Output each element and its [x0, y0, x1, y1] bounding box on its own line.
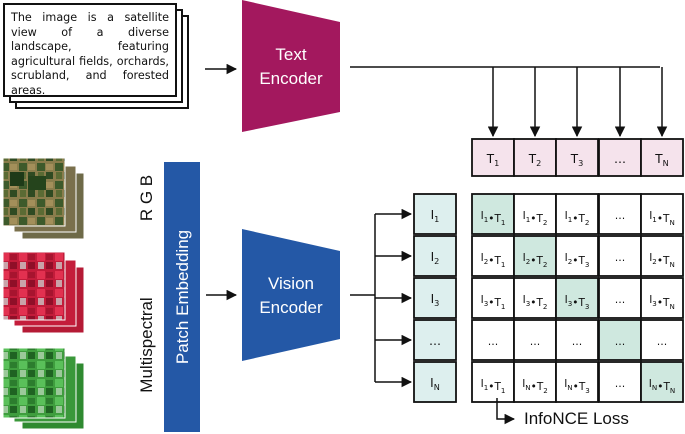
- text-token-label: T3: [570, 152, 584, 168]
- matrix-cell-label: …: [615, 336, 626, 348]
- matrix-cell-label: …: [657, 336, 668, 348]
- matrix-cell-label: …: [615, 252, 626, 264]
- matrix-cell-label: I2•T1: [481, 252, 506, 269]
- matrix-cell-label: I3•TN: [649, 294, 675, 311]
- image-token-label: I3: [431, 292, 440, 308]
- matrix-cell: [471, 361, 515, 403]
- text-token-cell: [640, 138, 684, 177]
- image-token-cell: [413, 319, 457, 361]
- image-token-cell: [413, 193, 457, 235]
- text-encoder-label-1: Text: [275, 45, 306, 64]
- matrix-cell-label: …: [572, 336, 583, 348]
- text-token-label: TN: [654, 152, 668, 168]
- matrix-cell-label: …: [530, 336, 541, 348]
- matrix-cell: [555, 319, 599, 361]
- matrix-cell: [471, 277, 515, 319]
- image-token-label: IN: [430, 376, 440, 392]
- matrix-cell: [640, 319, 684, 361]
- similarity-matrix: I1•T1 I1•T2 I1•T2 … I1•TN I2•T1 I2•T2 I2•T3 … I2•…: [471, 193, 684, 403]
- rgb-image-stack: [2, 157, 85, 240]
- matrix-cell-label: I1•T1: [481, 378, 506, 395]
- patch-embedding-label: Patch Embedding: [173, 230, 192, 364]
- image-token-cell: [413, 361, 457, 403]
- matrix-cell: [513, 319, 557, 361]
- matrix-cell: [555, 193, 599, 235]
- text-encoder: Text Encoder: [242, 0, 340, 132]
- image-token-arrows: [350, 208, 413, 388]
- image-token-cell: [413, 235, 457, 277]
- matrix-cell-label: I3•T3: [565, 294, 590, 311]
- matrix-cell: [598, 235, 642, 277]
- text-token-cell: [513, 138, 557, 177]
- text-encoder-label-2: Encoder: [259, 69, 323, 88]
- matrix-cell: [555, 361, 599, 403]
- matrix-cell-positive: [555, 277, 599, 319]
- vision-encoder-label-1: Vision: [268, 274, 314, 293]
- matrix-cell-label: I3•T2: [523, 294, 548, 311]
- matrix-cell-label: I1•TN: [649, 210, 675, 227]
- matrix-cell-label: …: [615, 378, 626, 390]
- matrix-cell-positive: [640, 361, 684, 403]
- loss-arrow: [496, 398, 516, 425]
- matrix-cell-label: …: [488, 336, 499, 348]
- matrix-cell-label: IN•TN: [649, 378, 675, 395]
- matrix-cell-positive: [598, 319, 642, 361]
- text-token-label: T2: [528, 152, 542, 168]
- matrix-cell: [640, 235, 684, 277]
- green-image-stack: [2, 347, 85, 430]
- multispectral-label: Multispectral: [137, 297, 156, 392]
- loss-label: InfoNCE Loss: [524, 409, 629, 428]
- infonce-loss: InfoNCE Loss: [496, 398, 629, 428]
- text-token-label: T1: [486, 152, 500, 168]
- image-token-label: I2: [431, 250, 440, 266]
- text-token-label: …: [614, 152, 626, 166]
- matrix-cell: [598, 361, 642, 403]
- caption-text: The image is a satellite view of a diver…: [11, 11, 169, 97]
- rgb-label: R G B: [137, 175, 156, 221]
- patch-embedding: Patch Embedding: [164, 162, 200, 432]
- matrix-cell-label: …: [615, 294, 626, 306]
- matrix-cell: [471, 235, 515, 277]
- image-token-label: I1: [431, 208, 440, 224]
- image-token-cell: [413, 277, 457, 319]
- matrix-cell: [640, 277, 684, 319]
- matrix-cell-label: I1•T2: [523, 210, 548, 227]
- matrix-cell-label: IN•T2: [522, 378, 548, 395]
- matrix-cell: [640, 193, 684, 235]
- matrix-cell-label: I1•T1: [481, 210, 506, 227]
- matrix-cell-label: I2•T2: [523, 252, 548, 269]
- matrix-cell-label: I3•T1: [481, 294, 506, 311]
- matrix-cell-positive: [471, 193, 515, 235]
- matrix-cell: [555, 235, 599, 277]
- matrix-cell-label: I2•T3: [565, 252, 590, 269]
- matrix-cell-label: …: [615, 210, 626, 222]
- matrix-cell: [513, 193, 557, 235]
- text-token-drops: [487, 67, 668, 138]
- text-token-cell: [471, 138, 515, 177]
- image-token-label: …: [429, 334, 441, 348]
- matrix-cell-label: I1•T2: [565, 210, 590, 227]
- matrix-cell-positive: [513, 235, 557, 277]
- matrix-cell-label: IN•T3: [564, 378, 590, 395]
- vision-encoder-label-2: Encoder: [259, 298, 323, 317]
- matrix-cell-label: I2•TN: [649, 252, 675, 269]
- caption-stack: The image is a satellite view of a diver…: [3, 3, 177, 97]
- vision-encoder: Vision Encoder: [242, 229, 340, 361]
- matrix-cell: [598, 277, 642, 319]
- multispectral-image-stack: [2, 251, 85, 334]
- text-token-row: T1 T2 T3 … TN: [471, 138, 684, 177]
- text-token-cell: [555, 138, 599, 177]
